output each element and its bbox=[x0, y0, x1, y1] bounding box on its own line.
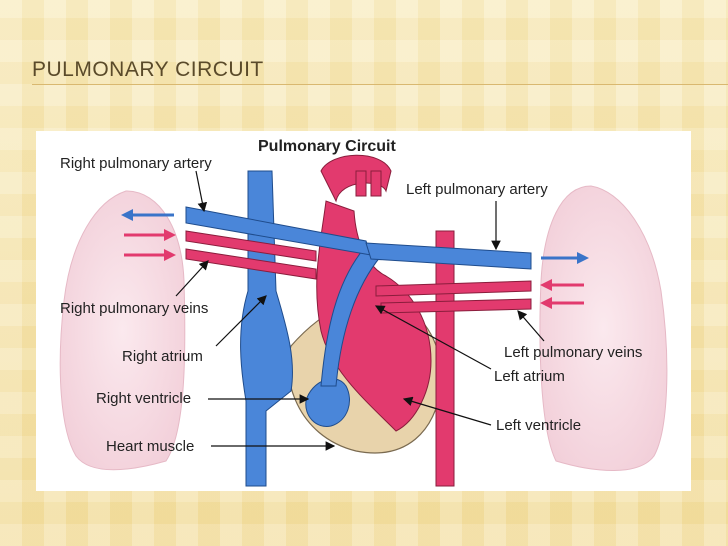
title-divider bbox=[32, 84, 728, 85]
flow-arrow-red-right-1 bbox=[124, 229, 176, 241]
label-right-pulmonary-veins: Right pulmonary veins bbox=[60, 300, 208, 317]
slide-title: PULMONARY CIRCUIT bbox=[32, 58, 264, 81]
left-heart bbox=[316, 200, 432, 432]
flow-arrow-blue-right bbox=[541, 252, 589, 264]
leader-right-pulmonary-veins bbox=[175, 260, 209, 297]
flow-arrow-blue-left bbox=[121, 209, 174, 221]
left-pulmonary-artery-vessel bbox=[365, 242, 532, 270]
leader-left-atrium bbox=[374, 305, 492, 370]
label-right-atrium: Right atrium bbox=[122, 348, 203, 365]
label-right-ventricle: Right ventricle bbox=[96, 390, 191, 407]
flow-arrow-red-left-1 bbox=[540, 279, 584, 291]
flow-arrow-red-left-2 bbox=[540, 297, 584, 309]
pulmonary-circuit-diagram: Pulmonary Circuit Right pulmonary artery… bbox=[59, 138, 668, 487]
label-left-atrium: Left atrium bbox=[494, 368, 565, 385]
label-left-pulmonary-veins: Left pulmonary veins bbox=[504, 344, 642, 361]
label-right-pulmonary-artery: Right pulmonary artery bbox=[60, 155, 212, 172]
superior-vena-cava bbox=[240, 170, 293, 487]
leader-left-pulmonary-veins bbox=[517, 310, 545, 342]
leader-left-ventricle bbox=[402, 396, 492, 426]
right-lung bbox=[59, 190, 186, 471]
right-pulmonary-veins-vessel bbox=[185, 230, 317, 280]
diagram-title: Pulmonary Circuit bbox=[258, 138, 396, 155]
leader-right-pulmonary-artery bbox=[195, 170, 208, 213]
leader-right-atrium bbox=[215, 295, 267, 347]
descending-aorta bbox=[435, 230, 455, 487]
label-left-pulmonary-artery: Left pulmonary artery bbox=[406, 181, 548, 198]
flow-arrow-red-right-2 bbox=[124, 249, 176, 261]
label-left-ventricle: Left ventricle bbox=[496, 417, 581, 434]
label-heart-muscle: Heart muscle bbox=[106, 438, 194, 455]
diagram-panel: Pulmonary Circuit Right pulmonary artery… bbox=[36, 131, 691, 491]
